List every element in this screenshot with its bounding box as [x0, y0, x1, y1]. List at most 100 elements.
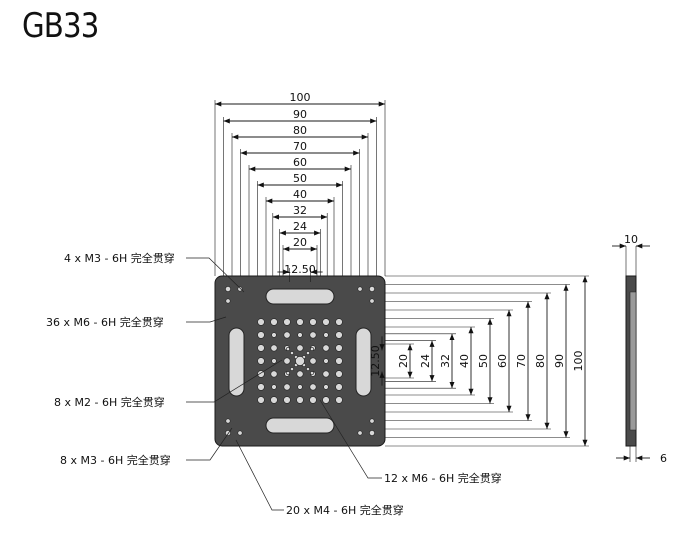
- mounting-hole: [335, 357, 343, 365]
- right-dimension-label: 60: [496, 354, 509, 368]
- mounting-hole: [296, 396, 304, 404]
- mounting-hole: [309, 383, 317, 391]
- mounting-hole: [257, 396, 265, 404]
- mounting-hole: [270, 370, 278, 378]
- mounting-hole: [309, 331, 317, 339]
- mounting-hole: [257, 383, 265, 391]
- mounting-hole: [257, 331, 265, 339]
- right-dimension-label: 24: [419, 354, 432, 368]
- top-dimension-label: 60: [293, 156, 307, 169]
- diagonal-hole: [306, 351, 310, 355]
- callouts: 4 x M3 - 6H 完全贯穿 36 x M6 - 6H 完全贯穿 8 x M…: [46, 251, 502, 517]
- corner-hole: [369, 430, 375, 436]
- callout-m6-12x: 12 x M6 - 6H 完全贯穿: [384, 471, 502, 485]
- mounting-hole: [283, 357, 291, 365]
- side-thickness-bottom-label: 6: [660, 452, 667, 465]
- edge-hole: [237, 430, 243, 436]
- right-dimension-label: 20: [397, 354, 410, 368]
- plate-holes: [225, 286, 375, 436]
- top-dimension-label: 90: [293, 108, 307, 121]
- right-dimension-label: 40: [458, 354, 471, 368]
- mounting-hole: [270, 396, 278, 404]
- right-dimension-label: 100: [572, 351, 585, 372]
- mounting-hole: [323, 332, 329, 338]
- corner-hole: [225, 286, 231, 292]
- edge-hole: [357, 430, 363, 436]
- mounting-hole: [296, 318, 304, 326]
- right-dimension-label: 70: [515, 354, 528, 368]
- right-dimension-label: 50: [477, 354, 490, 368]
- mounting-hole: [309, 357, 317, 365]
- diagonal-hole: [310, 347, 314, 351]
- diagonal-hole: [290, 367, 294, 371]
- mounting-hole: [296, 344, 304, 352]
- edge-hole: [357, 286, 363, 292]
- edge-hole: [225, 298, 231, 304]
- slot-left: [228, 327, 245, 397]
- callout-m3-8x: 8 x M3 - 6H 完全贯穿: [60, 453, 171, 467]
- callout-m6-36x: 36 x M6 - 6H 完全贯穿: [46, 315, 164, 329]
- center-hole: [295, 356, 305, 366]
- mounting-hole: [283, 383, 291, 391]
- mounting-hole: [335, 344, 343, 352]
- mounting-hole: [335, 331, 343, 339]
- mounting-hole: [335, 370, 343, 378]
- top-dimension-label: 100: [290, 91, 311, 104]
- diagonal-hole: [290, 351, 294, 355]
- mounting-hole: [257, 318, 265, 326]
- top-offset-label: 12.50: [284, 263, 316, 276]
- edge-hole: [369, 298, 375, 304]
- top-dimension-label: 80: [293, 124, 307, 137]
- mounting-hole: [283, 396, 291, 404]
- mounting-hole: [335, 318, 343, 326]
- right-dimension-label: 32: [439, 354, 452, 368]
- diagonal-hole: [286, 347, 290, 351]
- top-dimension-label: 50: [293, 172, 307, 185]
- mounting-hole: [322, 318, 330, 326]
- diagonal-hole: [306, 367, 310, 371]
- top-dimension-set: 100 90 80 70 60 50 40 32 24 20 12.50: [214, 91, 386, 282]
- mounting-hole: [296, 370, 304, 378]
- mounting-hole: [271, 332, 277, 338]
- mounting-hole: [271, 384, 277, 390]
- top-dimension-label: 70: [293, 140, 307, 153]
- mounting-hole: [309, 318, 317, 326]
- callout-m4-20x: 20 x M4 - 6H 完全贯穿: [286, 503, 404, 517]
- diagonal-hole: [310, 371, 314, 375]
- callout-m3-4x: 4 x M3 - 6H 完全贯穿: [64, 251, 175, 265]
- slot-top: [265, 288, 335, 305]
- mounting-hole: [283, 318, 291, 326]
- mounting-hole: [257, 357, 265, 365]
- slot-bottom: [265, 417, 335, 434]
- callout-m2-8x: 8 x M2 - 6H 完全贯穿: [54, 395, 165, 409]
- diagonal-hole: [286, 371, 290, 375]
- mounting-hole: [322, 370, 330, 378]
- top-dimension-label: 20: [293, 236, 307, 249]
- mounting-hole: [322, 344, 330, 352]
- corner-hole: [369, 286, 375, 292]
- mounting-hole: [271, 358, 277, 364]
- mounting-hole: [297, 332, 303, 338]
- top-dimension-label: 24: [293, 220, 307, 233]
- mounting-hole: [323, 358, 329, 364]
- mounting-hole: [309, 396, 317, 404]
- mounting-hole: [257, 344, 265, 352]
- right-dimension-label: 90: [553, 354, 566, 368]
- mounting-hole: [270, 318, 278, 326]
- top-dimension-label: 32: [293, 204, 307, 217]
- side-thickness-top-label: 10: [624, 233, 638, 246]
- mounting-hole: [297, 384, 303, 390]
- edge-hole: [369, 418, 375, 424]
- right-dimension-set: 20 24 32 40 50 60 70 80 90 100 12.50: [369, 275, 589, 447]
- right-offset-label: 12.50: [369, 345, 382, 377]
- slot-right: [355, 327, 372, 397]
- mounting-hole: [335, 383, 343, 391]
- mounting-hole: [335, 396, 343, 404]
- side-view: 10 6: [612, 233, 667, 465]
- top-dimension-label: 40: [293, 188, 307, 201]
- mounting-hole: [322, 396, 330, 404]
- right-dimension-label: 80: [534, 354, 547, 368]
- mounting-hole: [283, 331, 291, 339]
